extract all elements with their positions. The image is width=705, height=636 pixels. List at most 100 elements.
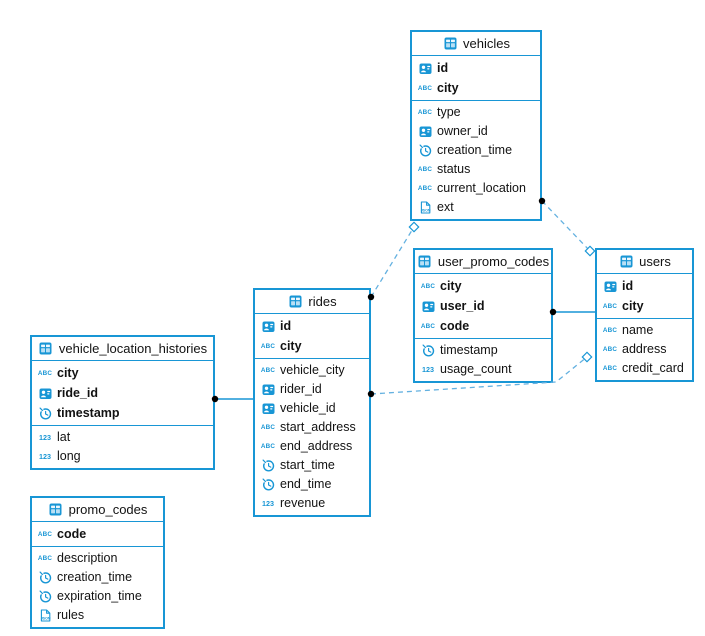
column-name: ext (437, 200, 454, 215)
column-row-start_time: start_time (255, 456, 369, 475)
id-badge-icon (37, 387, 53, 400)
abc-text-icon: ABC (37, 555, 53, 562)
relation-line-rides-vehicles (370, 226, 415, 298)
table-header[interactable]: rides (255, 290, 369, 314)
column-name: vehicle_city (280, 363, 345, 378)
table-grid-icon (417, 255, 433, 268)
column-name: code (57, 526, 87, 541)
column-row-end_time: end_time (255, 475, 369, 494)
column-row-timestamp: timestamp (32, 403, 213, 423)
column-row-creation_time: creation_time (32, 568, 163, 587)
relation-diamond-end (581, 351, 593, 363)
clock-icon (37, 590, 53, 603)
relation-diamond-end (408, 221, 420, 233)
column-row-id: id (412, 58, 540, 78)
column-name: revenue (280, 496, 326, 511)
column-name: current_location (437, 181, 526, 196)
column-name: creation_time (437, 143, 513, 158)
clock-icon (260, 478, 276, 491)
id-badge-icon (417, 125, 433, 138)
json-document-icon: JSON (37, 609, 53, 622)
column-row-expiration_time: expiration_time (32, 587, 163, 606)
column-name: address (622, 342, 667, 357)
table-header[interactable]: user_promo_codes (415, 250, 551, 274)
column-name: timestamp (440, 343, 498, 358)
id-badge-icon (420, 300, 436, 313)
column-name: code (440, 318, 470, 333)
table-header[interactable]: vehicle_location_histories (32, 337, 213, 361)
clock-icon (37, 571, 53, 584)
column-name: owner_id (437, 124, 488, 139)
table-header[interactable]: users (597, 250, 692, 274)
abc-text-icon: ABC (417, 185, 433, 192)
column-row-start_address: ABC start_address (255, 418, 369, 437)
column-name: timestamp (57, 405, 120, 420)
column-row-code: ABC code (415, 316, 551, 336)
column-row-ride_id: ride_id (32, 383, 213, 403)
number-123-icon: 123 (422, 365, 434, 374)
number-123-icon: 123 (39, 452, 51, 461)
table-name: vehicle_location_histories (58, 341, 208, 356)
column-name: description (57, 551, 118, 566)
table-header[interactable]: vehicles (412, 32, 540, 56)
clock-icon (417, 144, 433, 157)
number-123-icon: 123 (262, 499, 274, 508)
id-badge-icon (417, 62, 433, 75)
column-name: city (622, 298, 644, 313)
column-name: city (280, 338, 302, 353)
column-name: name (622, 323, 654, 338)
column-row-id: id (255, 316, 369, 336)
table-grid-icon (442, 37, 458, 50)
table-name: promo_codes (68, 502, 148, 517)
table-name: user_promo_codes (437, 254, 550, 269)
column-row-address: ABC address (597, 340, 692, 359)
column-name: start_address (280, 420, 356, 435)
column-row-revenue: 123 revenue (255, 494, 369, 513)
column-name: end_time (280, 477, 332, 492)
abc-text-icon: ABC (602, 346, 618, 353)
table-grid-icon (287, 295, 303, 308)
abc-text-icon: ABC (260, 424, 276, 431)
abc-text-icon: ABC (602, 365, 618, 372)
clock-icon (37, 406, 53, 420)
abc-text-icon: ABC (420, 322, 436, 330)
table-header[interactable]: promo_codes (32, 498, 163, 522)
svg-text:JSON: JSON (40, 617, 50, 621)
column-name: city (437, 80, 459, 95)
column-row-credit_card: ABC credit_card (597, 359, 692, 378)
column-name: rider_id (280, 382, 322, 397)
id-badge-icon (260, 383, 276, 396)
column-row-user_id: user_id (415, 296, 551, 316)
column-name: id (437, 60, 449, 75)
column-row-vehicle_id: vehicle_id (255, 399, 369, 418)
column-row-description: ABC description (32, 549, 163, 568)
abc-text-icon: ABC (417, 84, 433, 92)
column-name: user_id (440, 298, 485, 313)
abc-text-icon: ABC (417, 109, 433, 116)
column-name: credit_card (622, 361, 684, 376)
abc-text-icon: ABC (417, 166, 433, 173)
relation-diamond-end (584, 245, 596, 257)
column-row-city: ABC city (412, 78, 540, 98)
